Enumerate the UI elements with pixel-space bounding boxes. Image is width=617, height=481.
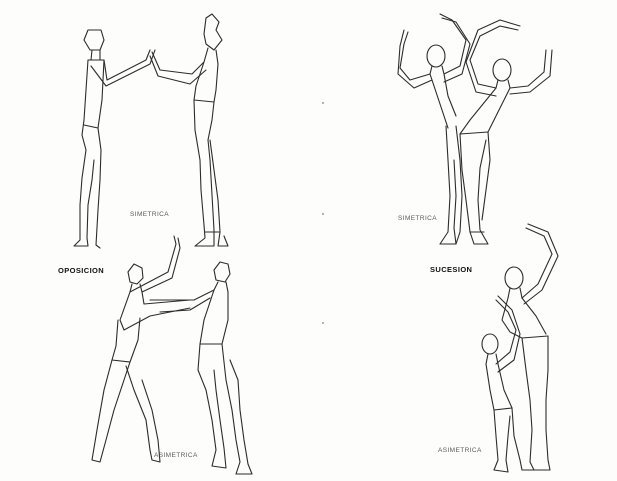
figure-top-right-b — [460, 20, 552, 244]
scan-dot-1 — [322, 102, 324, 104]
figure-top-right-a — [398, 14, 470, 244]
label-top-left: SIMETRICA — [130, 211, 169, 218]
figure-bottom-right-b — [482, 296, 534, 472]
figure-bottom-left-a — [92, 236, 190, 462]
heading-sucesion: SUCESION — [430, 265, 472, 274]
figure-bottom-right-a — [502, 224, 558, 470]
scan-dot-3 — [322, 322, 324, 324]
heading-oposicion: OPOSICION — [58, 266, 104, 275]
figure-bottom-left-b — [150, 262, 252, 474]
label-top-right: SIMETRICA — [398, 215, 437, 222]
label-bottom-left: ASIMETRICA — [154, 452, 198, 459]
label-bottom-right: ASIMETRICA — [438, 447, 482, 454]
scan-dot-2 — [322, 213, 324, 215]
